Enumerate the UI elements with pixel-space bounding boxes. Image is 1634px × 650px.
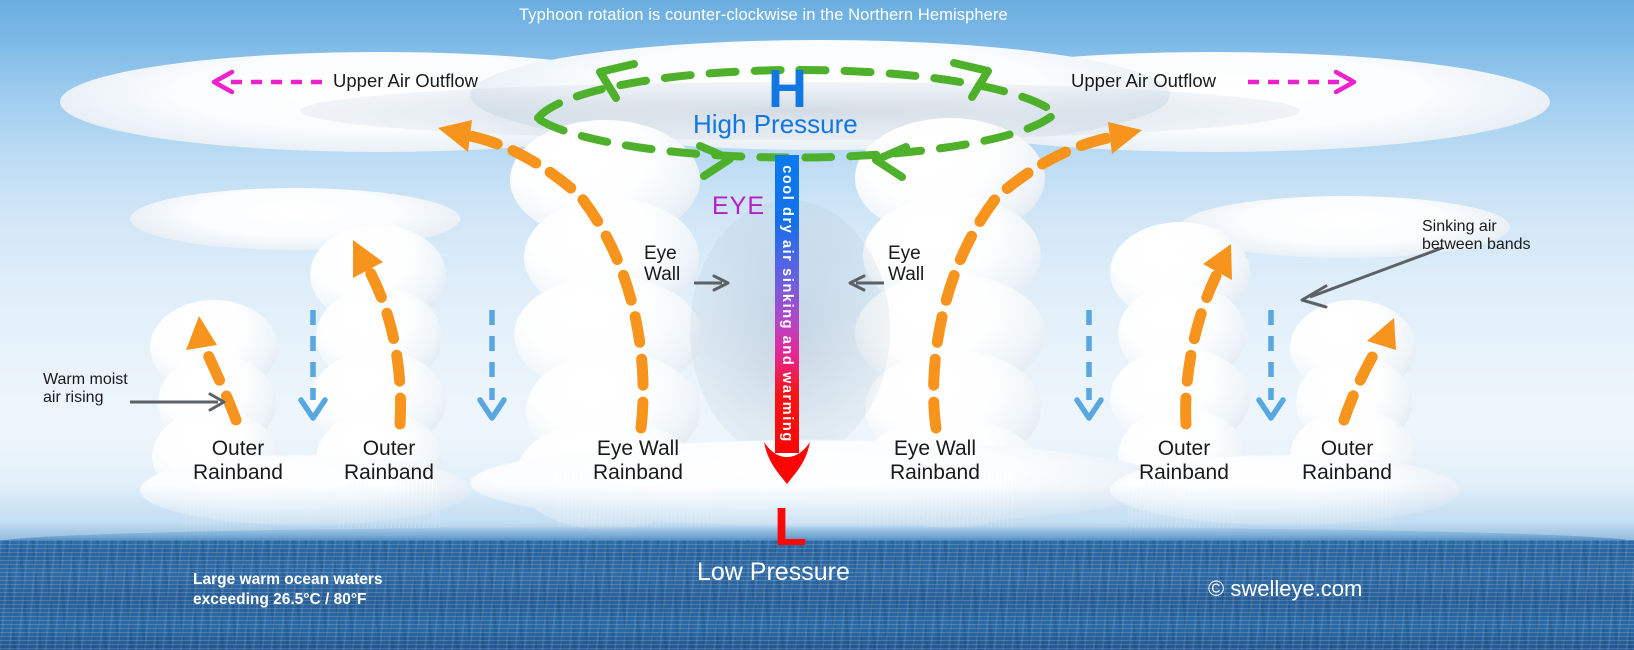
eyewall-left-line2: Wall	[644, 264, 681, 286]
rainband-label-line2: Rainband	[1139, 460, 1229, 484]
eyewall-label-left: Eye Wall	[644, 243, 680, 286]
high-pressure-label: High Pressure	[693, 109, 858, 139]
downdraft-arrow-3-icon	[1074, 310, 1104, 421]
note-sinking-air: Sinking air between bands	[1422, 218, 1531, 254]
credit-label: © swelleye.com	[1208, 576, 1363, 601]
rainband-label-line1: Outer	[1157, 437, 1211, 460]
rainband-label-line2: Rainband	[344, 460, 434, 484]
ocean-note-line2: exceeding 26.5°C / 80°F	[193, 591, 367, 609]
rainband-label-line1: Outer	[362, 437, 416, 460]
eyewall-label-right: Eye Wall	[888, 243, 924, 286]
rainband-label-line2: Rainband	[593, 460, 683, 484]
eye-label: EYE	[712, 192, 766, 220]
rainband-label-line2: Rainband	[1302, 460, 1392, 484]
low-pressure-label: Low Pressure	[697, 558, 850, 586]
rainband-label-line1: Eye Wall	[596, 437, 679, 460]
sinking-air-label: cool dry air sinking and warming	[779, 165, 795, 443]
ocean-surface	[0, 540, 1634, 650]
note-sinking-line2: between bands	[1422, 235, 1531, 253]
eyewall-right-line1: Eye	[888, 243, 921, 264]
outflow-label-left: Upper Air Outflow	[333, 70, 478, 91]
sinking-air-column: cool dry air sinking and warming	[775, 155, 799, 453]
note-warm-moist-line2: air rising	[43, 388, 104, 406]
downdraft-arrow-2-icon	[477, 310, 507, 421]
ocean-horizon	[0, 526, 1634, 542]
low-pressure-symbol: L	[774, 497, 807, 557]
downdraft-arrow-4-icon	[1256, 310, 1286, 421]
eyewall-right-line2: Wall	[888, 264, 925, 286]
rainband-label-line2: Rainband	[193, 460, 283, 484]
note-warm-moist-line1: Warm moist	[43, 371, 128, 388]
rainband-label-line1: Outer	[211, 437, 265, 460]
outflow-label-right: Upper Air Outflow	[1071, 70, 1216, 91]
ocean-note: Large warm ocean waters exceeding 26.5°C…	[193, 570, 383, 611]
page-title: Typhoon rotation is counter-clockwise in…	[519, 6, 1008, 24]
ocean-note-line1: Large warm ocean waters	[193, 571, 383, 588]
sinking-air-arrowhead-icon	[764, 442, 810, 484]
rainband-label-line2: Rainband	[890, 460, 980, 484]
rainband-label-line1: Outer	[1320, 437, 1374, 460]
high-pressure-symbol: H	[768, 59, 807, 119]
note-warm-moist-air: Warm moist air rising	[43, 371, 128, 407]
rainband-label-line1: Eye Wall	[893, 437, 976, 460]
eyewall-left-line1: Eye	[644, 243, 677, 264]
note-sinking-line1: Sinking air	[1422, 218, 1497, 235]
